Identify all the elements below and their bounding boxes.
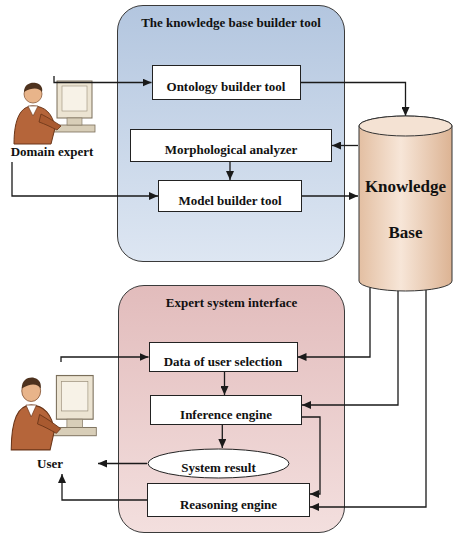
node-label: Knowledge Base: [362, 152, 450, 256]
node-label: Morphological analyzer: [157, 142, 306, 158]
cylinder-outline: [358, 115, 453, 292]
node-label: Ontology builder tool: [159, 79, 294, 95]
result-ellipse: System result: [147, 448, 290, 479]
connector-arrow: [98, 463, 147, 464]
process-box: Morphological analyzer: [130, 129, 332, 162]
database-cylinder: Knowledge Base: [358, 115, 453, 292]
node-label: Domain expert: [11, 144, 94, 162]
node-label: Model builder tool: [170, 193, 289, 209]
connector-arrow: [224, 372, 225, 395]
process-box: Inference engine: [150, 395, 302, 425]
node-label: Data of user selection: [156, 354, 291, 370]
node-label: Reasoning engine: [172, 497, 285, 513]
actor-label: Domain expert: [2, 76, 102, 162]
actor-label: User: [2, 362, 98, 474]
interface-panel: Expert system interfaceData of user sele…: [118, 285, 345, 533]
node-label: User: [37, 456, 63, 474]
node-label: Expert system interface: [119, 295, 344, 311]
node-label: System result: [173, 460, 264, 476]
process-box: Data of user selection: [149, 342, 298, 372]
builder-panel: The knowledge base builder toolOntology …: [117, 5, 345, 262]
node-label: The knowledge base builder tool: [118, 15, 344, 31]
process-box: Ontology builder tool: [152, 65, 301, 100]
process-box: Model builder tool: [158, 180, 302, 212]
domain-expert-figure: [14, 81, 95, 144]
user-figure: [11, 376, 96, 450]
connector-arrow: [332, 145, 358, 146]
process-box: Reasoning engine: [147, 483, 310, 517]
node-label: Inference engine: [172, 407, 280, 423]
connector-arrow: [302, 195, 358, 196]
connector-arrow: [229, 162, 230, 180]
connector-arrow: [222, 425, 223, 448]
